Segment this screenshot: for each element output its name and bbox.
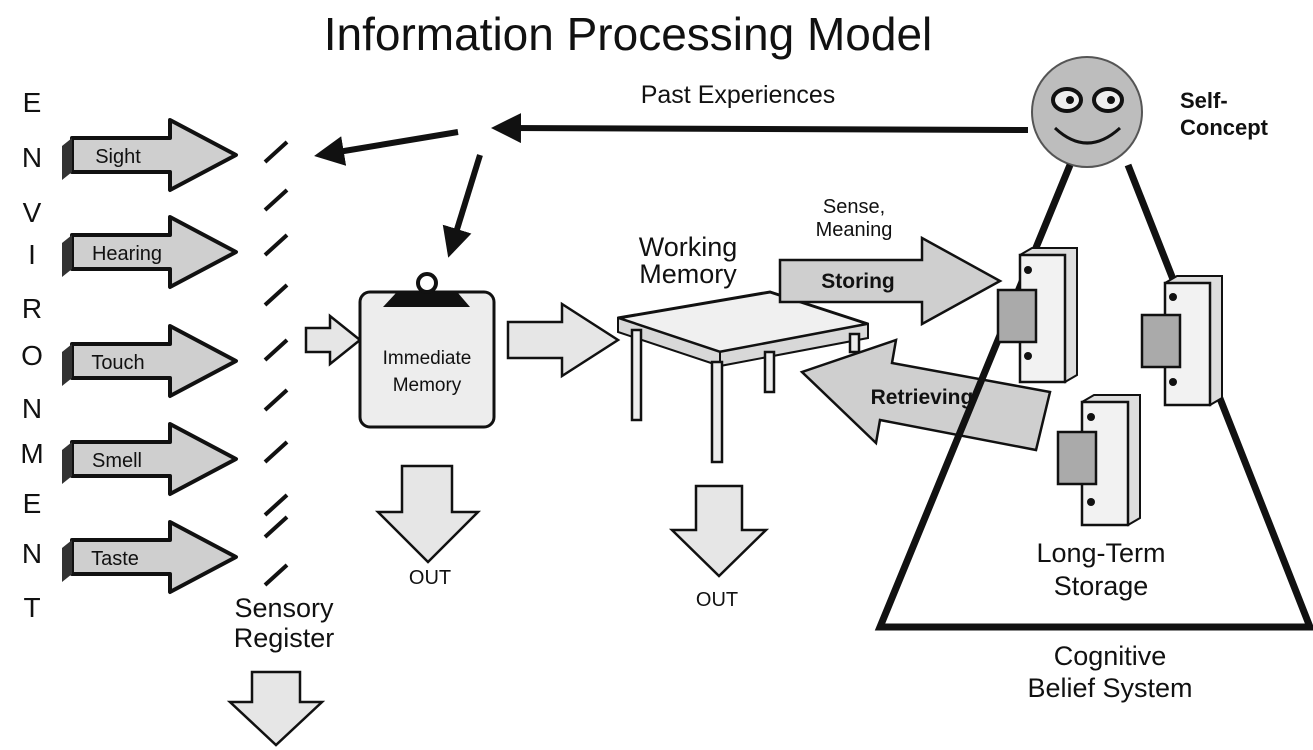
sense-label-touch: Touch [91,352,144,374]
immediate-out-label: OUT [409,567,451,589]
immediate-memory-label-line1: Immediate [383,348,472,369]
env-letter: N [22,393,42,424]
env-letter: E [23,488,42,519]
file-cabinet [1140,275,1223,407]
to-immediate-input-arrow [304,313,363,367]
working-out-label: OUT [696,589,738,611]
sensory-register-label-line1: Sensory [234,593,334,623]
working-memory-table [617,290,869,464]
long-term-storage-label-line1: Long-Term [1036,538,1165,568]
self-concept-label-line1: Self- [1180,88,1228,113]
immediate-out-arrow [374,464,482,564]
sensory-register-slashes [263,140,289,587]
sense-arrow-hearing: Hearing [62,215,238,289]
self-concept-label-line2: Concept [1180,115,1269,140]
env-letter: O [21,340,43,371]
long-term-storage-label-line2: Storage [1054,571,1149,601]
working-out-arrow [668,484,770,578]
retrieving-label: Retrieving [871,386,974,409]
environment-label: E N V I R O N M E N T [20,87,43,623]
retrieving-arrow [799,338,1052,452]
cognitive-belief-label-line1: Cognitive [1054,641,1167,671]
env-letter: N [22,538,42,569]
sense-label-sight: Sight [95,146,141,168]
env-letter: R [22,293,42,324]
env-letter: M [20,438,43,469]
sense-arrow-taste: Taste [62,520,238,594]
immediate-memory-clipboard: Immediate Memory [358,272,496,429]
sense-arrow-sight: Sight [62,118,238,192]
to-immediate-arrow [442,154,483,258]
sense-meaning-label-line1: Sense, [823,196,885,218]
file-cabinet [1056,394,1141,527]
sense-arrow-smell: Smell [62,422,238,496]
env-letter: N [22,142,42,173]
self-concept-face [1031,56,1143,168]
past-experiences-label: Past Experiences [641,81,836,109]
env-letter: T [23,592,40,623]
immediate-memory-label-line2: Memory [393,375,462,396]
file-cabinet [996,247,1078,384]
sense-label-smell: Smell [92,450,142,472]
env-letter: V [23,197,42,228]
sense-label-hearing: Hearing [92,243,162,265]
working-memory-label-line2: Memory [639,259,737,289]
env-letter: I [28,239,36,270]
cognitive-belief-label-line2: Belief System [1027,673,1192,703]
to-working-memory-arrow [506,301,621,379]
past-experiences-arrow [491,113,1029,144]
storing-label: Storing [821,270,895,293]
sense-arrow-touch: Touch [62,324,238,398]
sensory-out-arrow [226,670,326,747]
sensory-register-label-line2: Register [234,623,335,653]
working-memory-label-line1: Working [639,232,738,262]
sense-label-taste: Taste [91,548,139,570]
sense-meaning-label-line2: Meaning [816,219,893,241]
env-letter: E [23,87,42,118]
to-sensory-arrow [314,129,459,166]
storing-arrow [778,235,1003,327]
diagram-title: Information Processing Model [324,8,933,60]
